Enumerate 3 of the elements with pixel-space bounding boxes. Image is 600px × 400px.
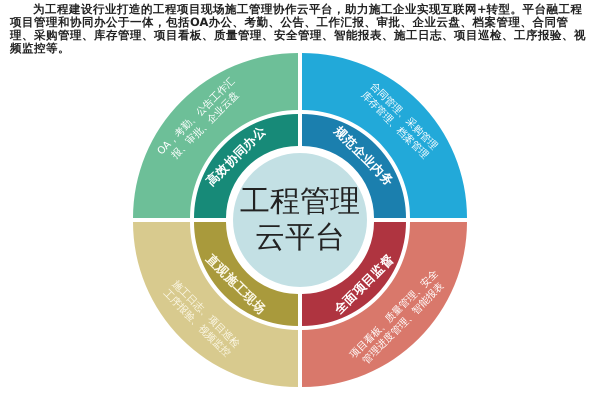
feature-ring-segment bbox=[133, 53, 298, 218]
intro-paragraph: 为工程建设行业打造的工程项目现场施工管理协作云平台，助力施工企业实现互联网+转型。平台融工程项目管理和协同办公于一体，包括OA办公、考勤、公告、工作汇报、审批、企业云盘、档案管理、合同管理、采购管理、库存管理、项目看板、质量管理、安全管理、智能报表、施工日志、项目巡检、工序报验、视频监控等。 bbox=[10, 3, 587, 55]
feature-ring-segment bbox=[302, 53, 467, 218]
